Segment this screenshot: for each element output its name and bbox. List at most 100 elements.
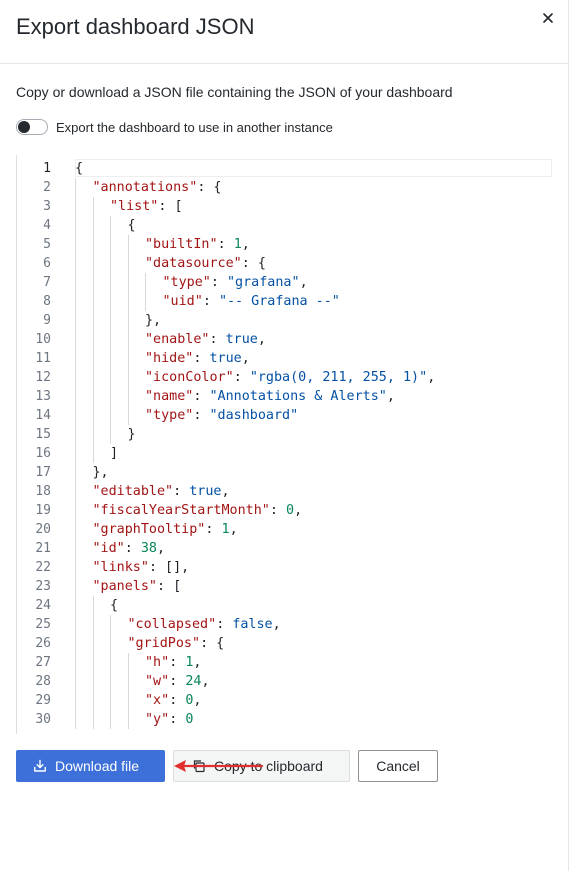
- code-token: "dashboard": [209, 408, 299, 423]
- code-token: :: [193, 389, 210, 404]
- code-token: : {: [200, 636, 225, 651]
- code-token: "builtIn": [145, 237, 218, 252]
- code-token: :: [169, 693, 186, 708]
- line-number: 19: [35, 503, 51, 518]
- code-token: ,: [257, 332, 266, 347]
- code-token: :: [209, 332, 226, 347]
- code-token: :: [233, 370, 250, 385]
- code-line: "uid": "-- Grafana --": [163, 292, 340, 311]
- copy-to-clipboard-button[interactable]: Copy to clipboard: [173, 750, 350, 782]
- code-line: "fiscalYearStartMonth": 0,: [93, 501, 303, 520]
- drawer-footer: Download file Copy to clipboard Cancel: [16, 750, 438, 782]
- line-number: 6: [43, 256, 51, 271]
- cancel-label: Cancel: [376, 758, 420, 774]
- code-line: "enable": true,: [145, 330, 266, 349]
- editor-border: [16, 155, 17, 734]
- download-file-label: Download file: [55, 758, 140, 774]
- code-token: "datasource": [145, 256, 242, 271]
- code-token: {: [75, 161, 84, 176]
- code-token: :: [193, 351, 210, 366]
- code-token: 1: [185, 655, 194, 670]
- code-token: "type": [162, 275, 211, 290]
- code-token: 0: [185, 693, 194, 708]
- code-token: 24: [185, 674, 202, 689]
- cancel-button[interactable]: Cancel: [358, 750, 438, 782]
- code-line: "editable": true,: [93, 482, 230, 501]
- line-number: 21: [35, 541, 51, 556]
- line-number: 25: [35, 617, 51, 632]
- code-token: ,: [299, 275, 308, 290]
- drawer-description: Copy or download a JSON file containing …: [16, 84, 453, 100]
- code-token: true: [189, 484, 222, 499]
- code-area[interactable]: {"annotations": {"list": [{"builtIn": 1,…: [75, 155, 553, 734]
- indent-guide: [92, 197, 94, 463]
- code-line: "panels": [: [93, 577, 182, 596]
- code-token: 1: [221, 522, 230, 537]
- code-line: "hide": true,: [145, 349, 250, 368]
- line-number: 29: [35, 693, 51, 708]
- code-token: :: [269, 503, 286, 518]
- line-number: 8: [43, 294, 51, 309]
- indent-guide: [110, 615, 111, 729]
- code-token: :: [210, 275, 227, 290]
- code-token: ,: [241, 237, 250, 252]
- code-token: :: [216, 617, 233, 632]
- code-token: ,: [241, 351, 250, 366]
- code-token: 0: [286, 503, 295, 518]
- code-token: ]: [110, 446, 119, 461]
- code-line: },: [93, 463, 109, 482]
- code-line: ]: [110, 444, 118, 463]
- code-token: {: [127, 218, 136, 233]
- code-token: : [: [157, 579, 182, 594]
- export-toggle-label: Export the dashboard to use in another i…: [56, 119, 333, 135]
- indent-guide: [110, 216, 111, 444]
- code-token: 1: [233, 237, 242, 252]
- code-token: : {: [197, 180, 222, 195]
- line-number: 27: [35, 655, 51, 670]
- indent-guide: [145, 273, 146, 311]
- line-number: 15: [35, 427, 51, 442]
- code-token: ,: [272, 617, 281, 632]
- close-button[interactable]: [538, 8, 558, 28]
- drawer-title: Export dashboard JSON: [16, 14, 255, 39]
- code-token: "w": [145, 674, 170, 689]
- code-line: "collapsed": false,: [128, 615, 281, 634]
- code-token: 0: [185, 712, 194, 727]
- code-token: "rgba(0, 211, 255, 1)": [249, 370, 428, 385]
- download-file-button[interactable]: Download file: [16, 750, 165, 782]
- code-line: "list": [: [110, 197, 183, 216]
- close-icon: [543, 13, 553, 23]
- code-line: "links": [],: [93, 558, 190, 577]
- code-token: :: [202, 294, 219, 309]
- code-token: "enable": [145, 332, 210, 347]
- code-token: ,: [294, 503, 303, 518]
- code-line: "builtIn": 1,: [145, 235, 250, 254]
- code-token: "name": [145, 389, 194, 404]
- code-token: "gridPos": [127, 636, 201, 651]
- export-externally-switch[interactable]: [16, 119, 48, 135]
- code-token: "uid": [162, 294, 203, 309]
- code-line: {: [75, 159, 83, 178]
- line-number: 24: [35, 598, 51, 613]
- code-line: "w": 24,: [145, 672, 210, 691]
- line-number: 10: [35, 332, 51, 347]
- line-number: 4: [43, 218, 51, 233]
- indent-guide: [92, 596, 94, 729]
- code-line: "gridPos": {: [128, 634, 225, 653]
- code-token: : {: [241, 256, 266, 271]
- code-token: "Annotations & Alerts": [209, 389, 387, 404]
- code-token: ,: [221, 484, 230, 499]
- line-number: 22: [35, 560, 51, 575]
- code-line: "name": "Annotations & Alerts",: [145, 387, 395, 406]
- copy-to-clipboard-label: Copy to clipboard: [214, 758, 323, 774]
- code-token: :: [217, 237, 234, 252]
- code-token: true: [225, 332, 258, 347]
- code-token: true: [209, 351, 242, 366]
- code-token: :: [124, 541, 141, 556]
- code-line: }: [128, 425, 136, 444]
- code-token: "id": [92, 541, 125, 556]
- line-number: 5: [43, 237, 51, 252]
- line-number: 17: [35, 465, 51, 480]
- code-line: },: [145, 311, 161, 330]
